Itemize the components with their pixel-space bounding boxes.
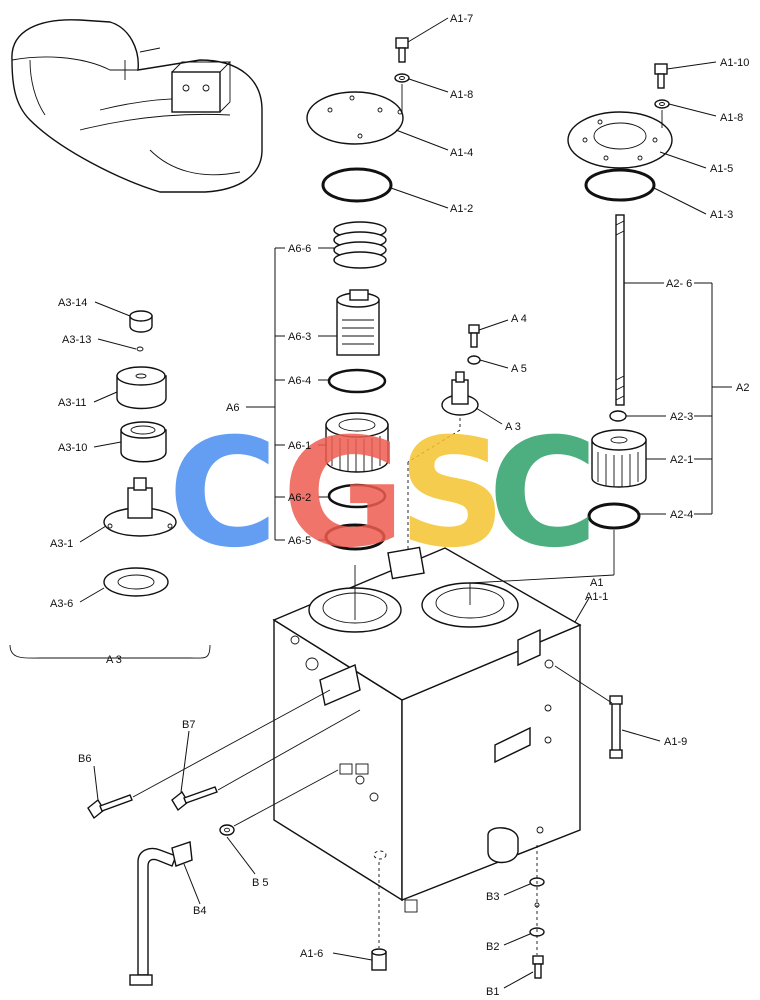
label-a3-group: A 3 <box>106 654 122 666</box>
a1-8-washer-right <box>654 99 670 109</box>
a3-valve-small <box>441 371 479 416</box>
label-a2: A2 <box>736 382 749 394</box>
a3-group-bracket <box>9 644 211 659</box>
label-b3: B3 <box>486 891 499 903</box>
label-a1: A1 <box>590 577 603 589</box>
label-a1-7: A1-7 <box>450 13 473 25</box>
label-a1-9: A1-9 <box>664 736 687 748</box>
label-a3: A 3 <box>505 421 521 433</box>
a2-6-rod <box>615 214 625 406</box>
label-a6-3: A6-3 <box>288 331 311 343</box>
a3-6-gasket <box>103 567 169 597</box>
label-b1: B1 <box>486 986 499 998</box>
a1-2-o-ring <box>321 167 393 203</box>
a1-4-cover-plate <box>306 91 404 145</box>
a1-9-sight-gauge <box>609 695 623 759</box>
label-a1-4: A1-4 <box>450 147 473 159</box>
label-b5: B 5 <box>252 877 269 889</box>
a3-10-bearing <box>120 421 167 463</box>
a2-1-filter <box>591 429 647 488</box>
a3-13-ring <box>136 346 144 352</box>
label-a1-6: A1-6 <box>300 948 323 960</box>
label-a6-1: A6-1 <box>288 440 311 452</box>
label-a1-10: A1-10 <box>720 57 749 69</box>
watermark: C G S C <box>168 407 598 581</box>
label-a3-14: A3-14 <box>58 297 87 309</box>
a1-3-o-ring <box>584 168 656 202</box>
label-a6-6: A6-6 <box>288 243 311 255</box>
a2-3-nut <box>609 410 627 422</box>
label-b7: B7 <box>182 719 195 731</box>
label-a3-11: A3-11 <box>58 397 87 409</box>
a2-4-o-ring <box>587 502 641 530</box>
b7-screw <box>171 786 218 812</box>
label-a3-6: A3-6 <box>50 598 73 610</box>
watermark-letter-s: S <box>398 407 506 581</box>
b6-screw <box>87 794 133 820</box>
a1-5-flange-plate <box>567 111 673 169</box>
label-a3-10: A3-10 <box>58 442 87 454</box>
label-a2-1: A2-1 <box>670 454 693 466</box>
label-b2: B2 <box>486 941 499 953</box>
b1-bolt <box>532 955 544 979</box>
label-a1-2: A1-2 <box>450 203 473 215</box>
label-a6-5: A6-5 <box>288 535 311 547</box>
label-a2-4: A2-4 <box>670 509 693 521</box>
a6-2-o-ring <box>327 483 387 509</box>
a1-1-tank-body <box>272 546 582 913</box>
label-a2-3: A2-3 <box>670 411 693 423</box>
assembly-lines <box>132 530 615 955</box>
a6-3-strainer <box>336 289 380 356</box>
a6-6-spring <box>333 221 387 269</box>
a3-11-collar <box>116 366 167 410</box>
label-a5: A 5 <box>511 363 527 375</box>
a1-7-bolt <box>395 37 409 63</box>
label-b4: B4 <box>193 905 206 917</box>
label-a1-1: A1-1 <box>585 591 608 603</box>
a6-5-o-ring <box>324 523 386 551</box>
a6-4-o-ring <box>327 368 387 394</box>
a1-8-washer <box>394 73 410 83</box>
a1-6-drain-plug <box>371 948 387 971</box>
label-a4: A 4 <box>511 313 527 325</box>
label-b6: B6 <box>78 753 91 765</box>
watermark-letter-g: G <box>282 407 405 581</box>
b5-washer <box>219 824 235 836</box>
label-a2-6: A2- 6 <box>666 278 692 290</box>
label-a1-3: A1-3 <box>710 209 733 221</box>
a3-1-valve-body <box>103 477 177 537</box>
label-a1-8-right: A1-8 <box>720 112 743 124</box>
watermark-letter-c: C <box>168 407 278 581</box>
label-a6: A6 <box>226 402 239 414</box>
leader-lines <box>79 17 732 989</box>
label-a6-2: A6-2 <box>288 492 311 504</box>
a5-washer <box>467 355 481 365</box>
machine-overview-drawing <box>11 19 263 193</box>
a3-14-cap <box>129 310 153 333</box>
label-a1-8: A1-8 <box>450 89 473 101</box>
label-a1-5: A1-5 <box>710 163 733 175</box>
label-a6-4: A6-4 <box>288 375 311 387</box>
a6-1-cartridge <box>325 412 389 473</box>
a4-bolt <box>468 324 480 348</box>
label-a3-13: A3-13 <box>62 334 91 346</box>
a1-10-bolt <box>654 63 668 89</box>
label-a3-1: A3-1 <box>50 538 73 550</box>
b4-elbow-pipe <box>129 841 193 986</box>
watermark-letter-c2: C <box>488 407 598 581</box>
part-labels: A1-7 A1-8 A1-4 A1-2 A1-10 A1-8 A1-5 A1-3… <box>50 13 749 998</box>
